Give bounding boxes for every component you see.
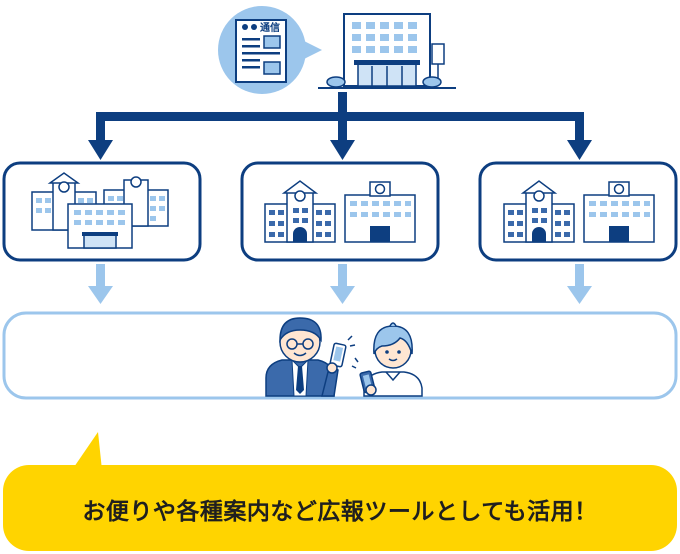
school-group-center — [240, 161, 440, 262]
office-building-icon — [318, 13, 456, 89]
school-group-right — [478, 161, 678, 262]
newsletter-bubble: 通信 — [218, 6, 322, 94]
parent-figure-icon — [265, 317, 356, 397]
child-figure-icon — [351, 322, 423, 397]
delivery-arrows — [88, 264, 592, 304]
distribution-arrows — [88, 92, 592, 160]
school-group-left — [2, 161, 202, 262]
caption-bubble — [3, 432, 677, 551]
caption-text: お便りや各種案内など広報ツールとしても活用！ — [82, 499, 598, 525]
newsletter-label: 通信 — [260, 21, 280, 34]
